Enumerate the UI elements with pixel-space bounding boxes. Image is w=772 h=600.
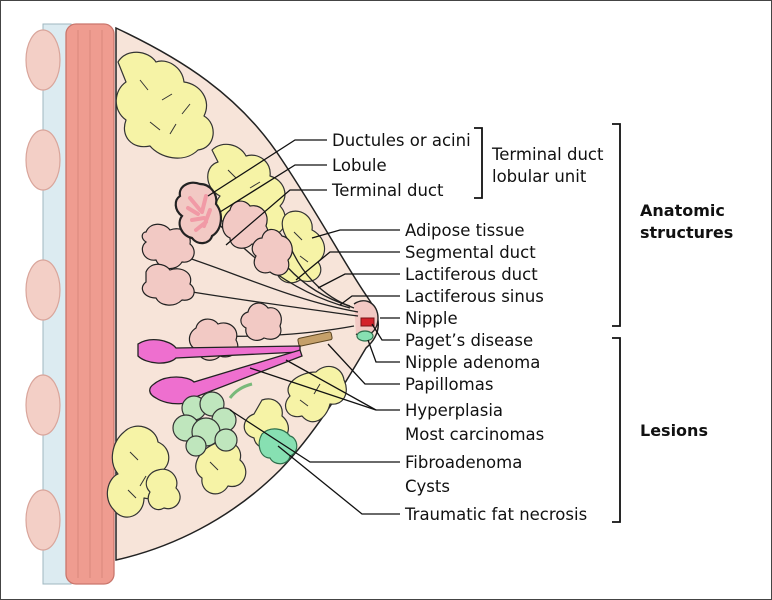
label-nipple: Nipple [405,309,458,328]
tdlu-label: Terminal duct lobular unit [491,145,604,186]
label-cysts: Cysts [405,477,450,496]
label-lactiferous-duct: Lactiferous duct [405,265,538,284]
label-terminal-duct: Terminal duct [331,181,444,200]
rib [25,374,61,436]
label-tdlu-line1: Terminal duct [491,145,604,164]
adipose-septa [127,79,321,499]
label-fibroadenoma: Fibroadenoma [405,453,522,472]
lobule [251,228,293,276]
anatomic-bracket [612,123,621,327]
muscle-fibers [77,30,103,578]
group-lesions: Lesions [640,421,708,440]
lesion-labels: Paget’s disease Nipple adenoma Papilloma… [404,331,587,524]
lobule [141,263,195,306]
label-tdlu-line2: lobular unit [492,167,587,186]
label-pagets: Paget’s disease [405,331,533,350]
group-anatomic-line2: structures [640,223,733,242]
group-labels: Anatomic structures Lesions [640,201,733,440]
rib [25,129,61,191]
label-papillomas: Papillomas [405,375,493,394]
lobule [240,302,282,341]
label-lobule: Lobule [332,156,387,175]
rib [25,489,61,551]
structure-labels: Ductules or acini Lobule Terminal duct A… [331,131,544,328]
label-adipose: Adipose tissue [405,221,524,240]
fibroadenoma-lesion [172,391,238,457]
fibroadenoma-duct [228,382,253,399]
chest-wall [25,23,115,585]
papilloma-lesion [297,331,333,347]
nipple-adenoma-lesion [356,330,374,342]
rib [25,29,61,91]
label-nipple-adenoma: Nipple adenoma [405,353,540,372]
label-segmental-duct: Segmental duct [405,243,536,262]
acini-detail [186,194,212,232]
label-carcinomas: Most carcinomas [405,425,544,444]
label-lactiferous-sinus: Lactiferous sinus [405,287,544,306]
paget-lesion [360,317,375,327]
leader-lines [207,139,400,515]
group-anatomic-line1: Anatomic [640,201,725,220]
lobule [141,223,195,270]
label-ductules: Ductules or acini [332,131,471,150]
lesions-bracket [612,337,621,523]
ribs [25,29,61,551]
brackets [474,123,621,523]
label-fat-necrosis: Traumatic fat necrosis [404,505,587,524]
rib [25,259,61,321]
tdlu-bracket [474,127,483,199]
label-hyperplasia: Hyperplasia [405,401,503,420]
